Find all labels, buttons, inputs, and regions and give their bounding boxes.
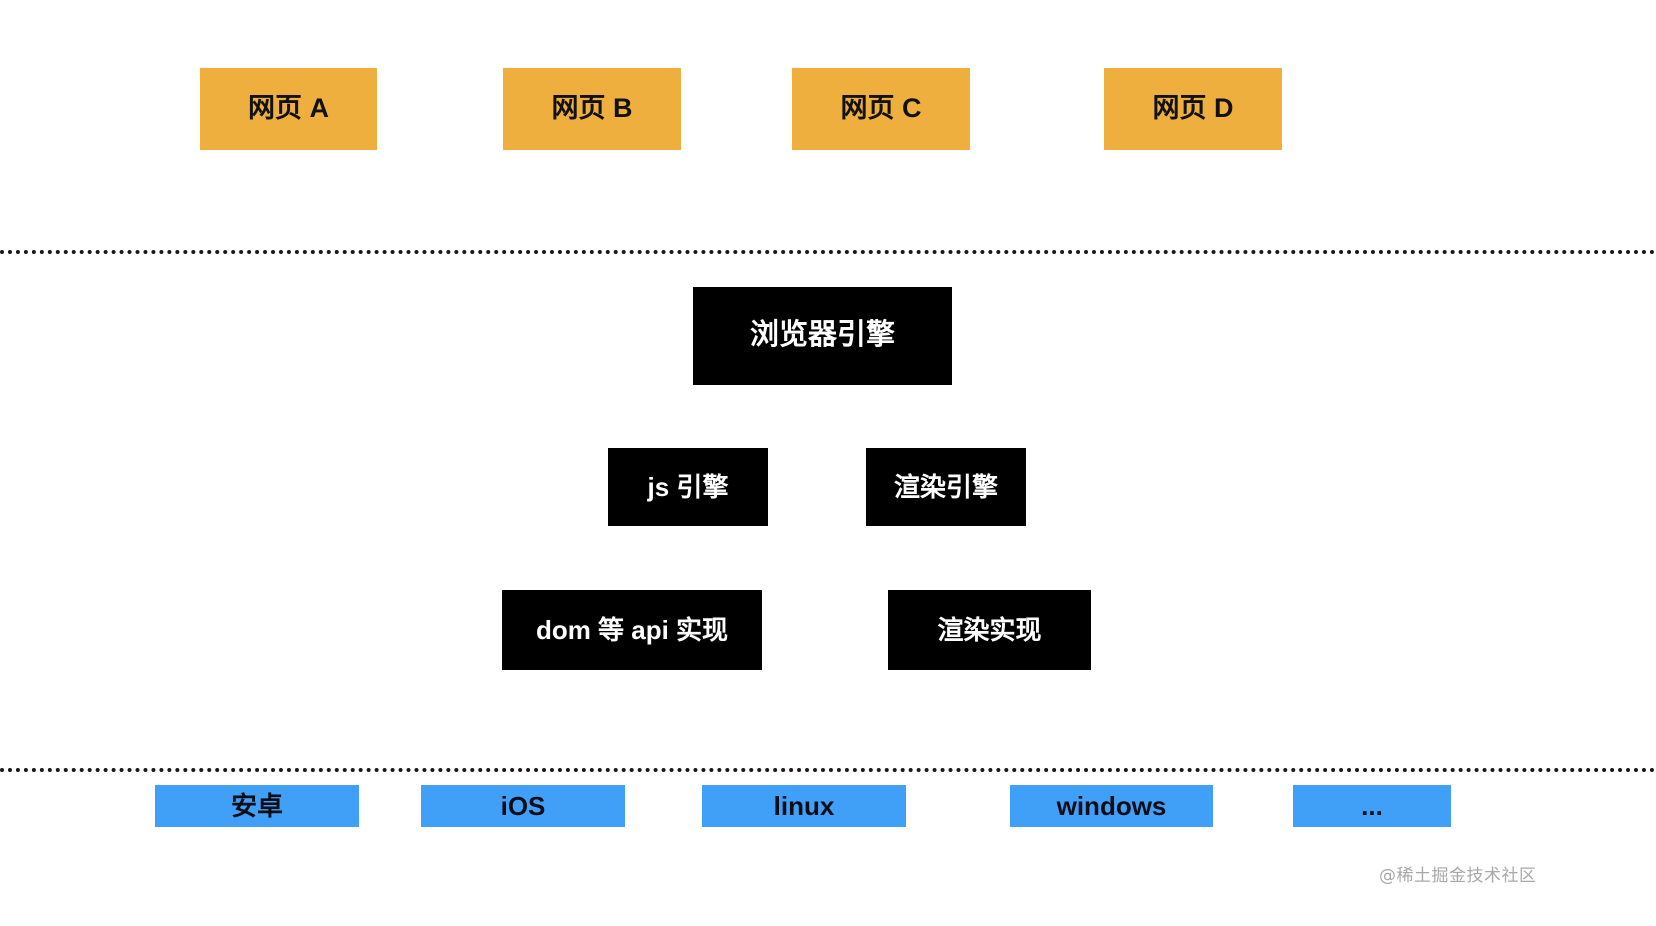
web-page-box-a: 网页 A — [200, 68, 377, 150]
web-page-box-d: 网页 D — [1104, 68, 1282, 150]
os-box-ios: iOS — [421, 785, 625, 827]
browser-engine-box: 浏览器引擎 — [693, 287, 952, 385]
dom-api-implementation-box: dom 等 api 实现 — [502, 590, 762, 670]
js-engine-box: js 引擎 — [608, 448, 768, 526]
divider-engine-os — [0, 768, 1656, 772]
watermark: @稀土掘金技术社区 — [1379, 866, 1537, 886]
os-box-more: ... — [1293, 785, 1451, 827]
web-page-box-c: 网页 C — [792, 68, 970, 150]
os-box-windows: windows — [1010, 785, 1213, 827]
render-implementation-box: 渲染实现 — [888, 590, 1091, 670]
os-box-android: 安卓 — [155, 785, 359, 827]
divider-apps-engine — [0, 250, 1656, 254]
render-engine-box: 渲染引擎 — [866, 448, 1026, 526]
os-box-linux: linux — [702, 785, 906, 827]
web-page-box-b: 网页 B — [503, 68, 681, 150]
